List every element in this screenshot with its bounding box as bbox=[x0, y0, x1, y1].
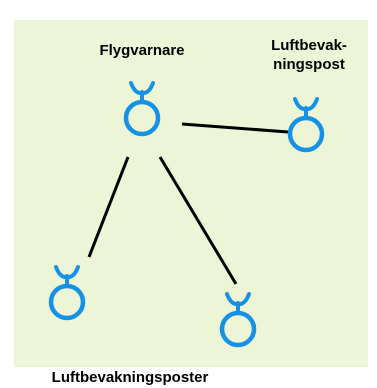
luftbevakningspost-label-line1: Luftbevak- bbox=[271, 37, 347, 54]
luftbevakningspost-label-line2: ningspost bbox=[273, 56, 345, 73]
flygvarnare-lufttecken-icon bbox=[123, 81, 161, 137]
post-left-lufttecken-icon bbox=[48, 265, 86, 321]
link-flygvarnare-post-right bbox=[158, 156, 238, 285]
luftbevakningspost-label: Luftbevak- ningspost bbox=[246, 36, 372, 74]
link-flygvarnare-post-left bbox=[87, 156, 130, 258]
luftbevakningsposter-label: Luftbevakningsposter bbox=[51, 369, 209, 386]
flygvarnare-label: Flygvarnare bbox=[99, 42, 185, 59]
post-right-lufttecken-icon bbox=[219, 292, 257, 348]
luftbevakningspost-lufttecken-icon bbox=[287, 97, 325, 153]
diagram-panel bbox=[14, 20, 368, 367]
link-flygvarnare-luftbevakningspost bbox=[181, 122, 289, 134]
